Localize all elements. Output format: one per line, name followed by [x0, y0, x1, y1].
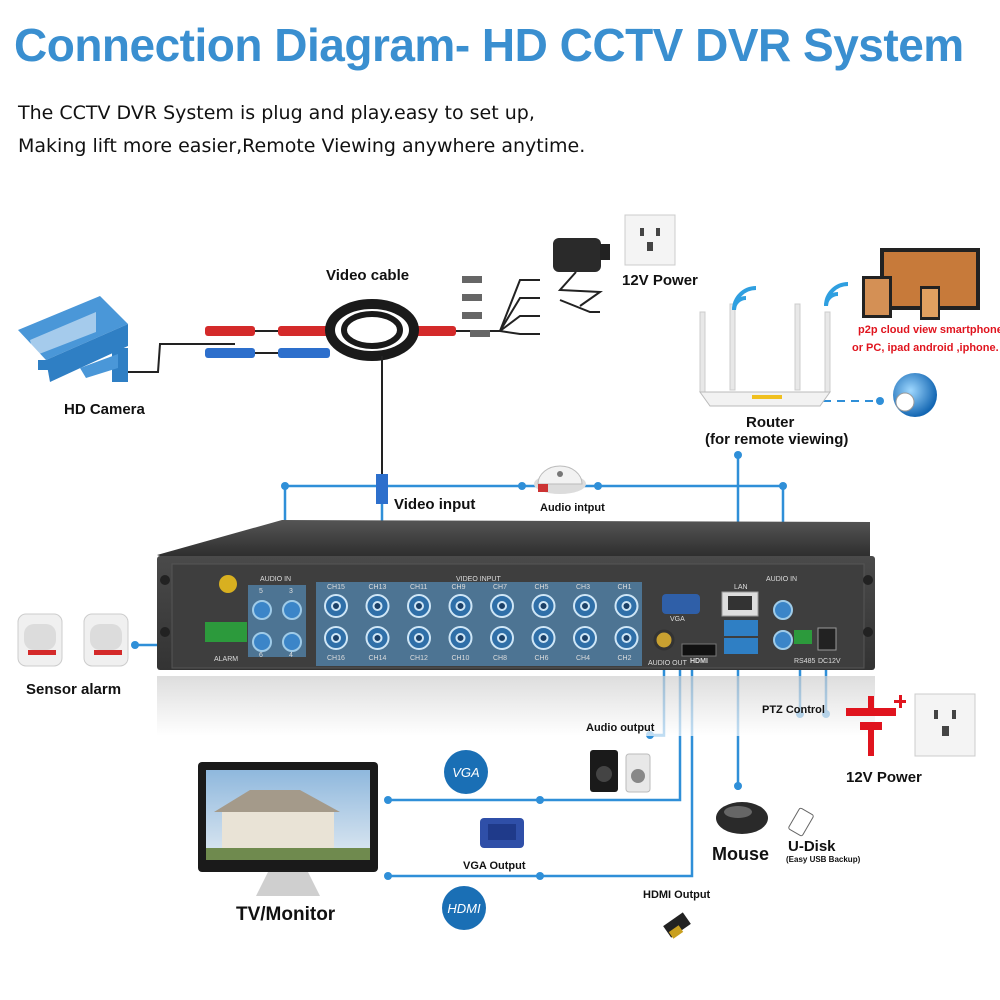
bnc-port-center: [538, 633, 549, 643]
rca-bnc-connectors: [205, 326, 456, 358]
bnc-port-center: [580, 601, 590, 611]
panel-rs485: RS485: [794, 658, 816, 665]
bnc-port-center: [621, 633, 632, 643]
channel-label-ch1: CH1: [617, 584, 632, 591]
speakers-icon: [590, 750, 651, 793]
usb-disk-icon: [788, 807, 814, 837]
panel-audio-out: AUDIO OUT: [648, 660, 687, 667]
channel-label-ch6: CH6: [534, 655, 549, 662]
power-splitter-icon: [456, 279, 600, 335]
panel-audio-in-left: AUDIO IN: [260, 576, 292, 583]
router-sub-label: (for remote viewing): [705, 431, 849, 448]
subtitle-line-2: Making lift more easier,Remote Viewing a…: [18, 135, 586, 157]
sensor-alarm-icon: [17, 613, 129, 667]
hdmi-output-label: HDMI Output: [643, 889, 711, 901]
audio-in-num-6: 6: [259, 652, 263, 659]
channel-label-ch16: CH16: [327, 655, 345, 662]
bnc-port-center: [414, 633, 424, 643]
bnc-port-center: [372, 633, 383, 643]
bnc-port-center: [331, 633, 341, 643]
hd-camera-icon: [18, 296, 128, 382]
p2p-line-2: or PC, ipad android ,iphone.: [852, 342, 999, 354]
channel-label-ch9: CH9: [451, 584, 466, 591]
microphone-icon: [534, 465, 586, 494]
vga-badge: VGA: [444, 750, 488, 794]
audio-input-label: Audio intput: [540, 502, 605, 514]
audio-in-num-5: 5: [259, 588, 263, 595]
audio-in-num-3: 3: [289, 588, 293, 595]
tv-monitor-icon: [198, 762, 378, 896]
bnc-port-center: [455, 633, 466, 643]
panel-alarm: ALARM: [214, 656, 239, 663]
bnc-plug-icon: [376, 474, 388, 504]
panel-lan: LAN: [734, 584, 748, 591]
bnc-port-center: [331, 601, 341, 611]
audio-output-label: Audio output: [586, 722, 655, 734]
udisk-sub-label: (Easy USB Backup): [786, 855, 861, 864]
dvr-recorder: [157, 520, 875, 736]
bnc-port-center: [497, 601, 507, 611]
sensor-alarm-label: Sensor alarm: [26, 681, 122, 698]
video-cable-coil: [325, 299, 419, 361]
channel-label-ch7: CH7: [493, 584, 508, 591]
channel-label-ch14: CH14: [368, 655, 387, 662]
channel-label-ch13: CH13: [368, 584, 387, 591]
channel-label-ch5: CH5: [534, 584, 549, 591]
power-symbol-icon: [846, 695, 906, 756]
bnc-port-center: [455, 601, 466, 611]
udisk-label: U-Disk: [788, 838, 836, 855]
bnc-port-center: [414, 601, 424, 611]
power-adapter-icon: [553, 238, 610, 307]
bnc-port-center: [372, 601, 383, 611]
channel-label-ch12: CH12: [410, 655, 428, 662]
bnc-port-center: [621, 601, 632, 611]
channel-label-ch3: CH3: [576, 584, 591, 591]
devices-icon: [862, 248, 980, 320]
panel-vga: VGA: [670, 616, 685, 623]
bnc-ports: [324, 594, 639, 650]
p2p-line-1: p2p cloud view smartphone: [858, 324, 1000, 336]
page-title: Connection Diagram- HD CCTV DVR System: [14, 19, 964, 71]
panel-dc12v: DC12V: [818, 658, 841, 665]
bnc-port-center: [497, 633, 507, 643]
channel-label-ch10: CH10: [451, 655, 470, 662]
bnc-port-center: [580, 633, 590, 643]
ptz-control-label: PTZ Control: [762, 704, 825, 716]
wifi-icon: [732, 282, 849, 311]
router-label: Router: [746, 414, 795, 431]
audio-in-num-4: 4: [289, 652, 293, 659]
tv-monitor-label: TV/Monitor: [236, 904, 336, 925]
hd-camera-label: HD Camera: [64, 401, 145, 418]
router-icon: [699, 303, 831, 407]
video-cable-label: Video cable: [326, 267, 410, 284]
subtitle-line-1: The CCTV DVR System is plug and play.eas…: [18, 102, 535, 124]
wall-outlet-right-icon: [914, 693, 976, 757]
mouse-icon: [716, 802, 768, 834]
vga-output-label: VGA Output: [463, 860, 526, 872]
vga-connector-icon: [480, 818, 524, 848]
panel-audio-in-right: AUDIO IN: [766, 576, 798, 583]
channel-label-ch11: CH11: [410, 584, 428, 591]
wall-outlet-icon: [624, 214, 676, 266]
bnc-port-center: [538, 601, 549, 611]
globe-icon: [893, 373, 937, 417]
power-right-label: 12V Power: [846, 769, 922, 786]
channel-label-ch2: CH2: [617, 655, 632, 662]
channel-label-ch15: CH15: [327, 584, 345, 591]
channel-label-ch8: CH8: [493, 655, 508, 662]
channel-label-ch4: CH4: [576, 655, 591, 662]
mouse-label: Mouse: [712, 844, 770, 864]
hdmi-plug-icon: [663, 912, 691, 939]
panel-hdmi: HDMI: [690, 658, 708, 665]
power-top-label: 12V Power: [622, 272, 698, 289]
video-input-label: Video input: [394, 496, 476, 513]
hdmi-badge: HDMI: [442, 886, 486, 930]
panel-video-input: VIDEO INPUT: [456, 576, 501, 583]
